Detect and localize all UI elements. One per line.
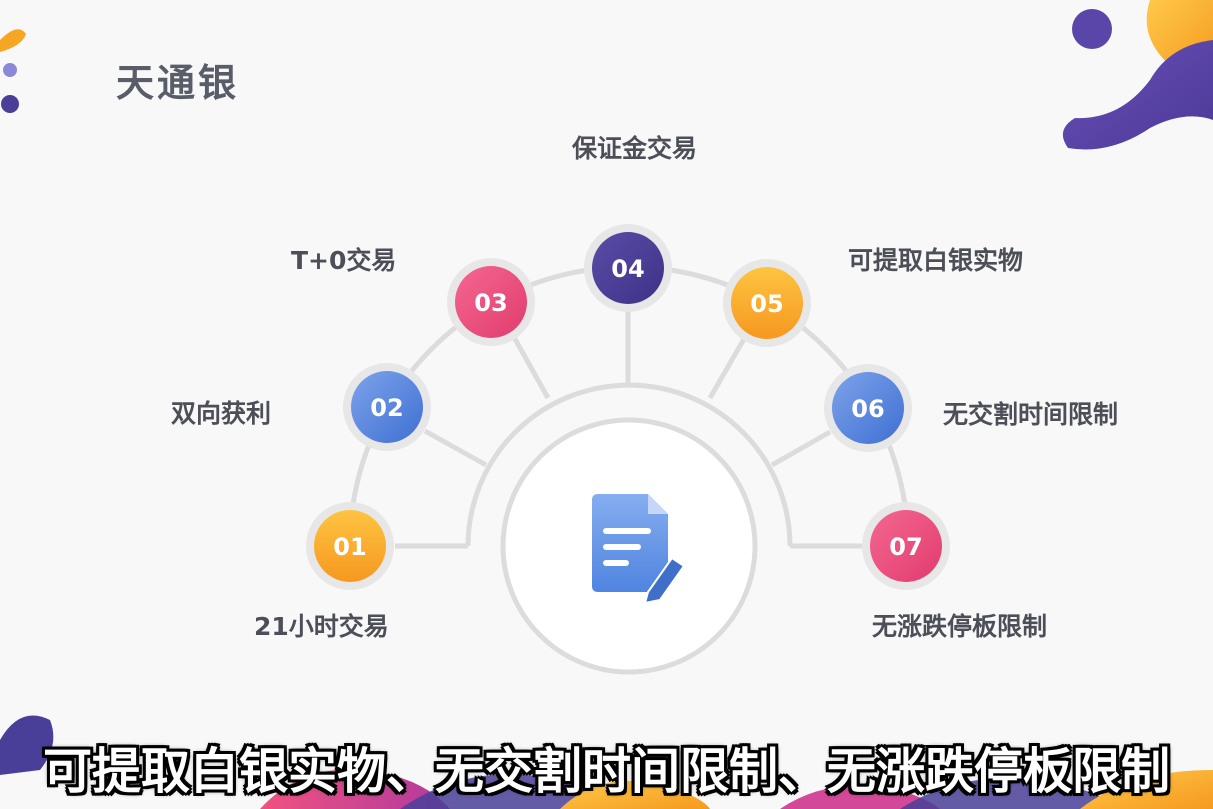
feature-node-02: 02 [343,363,431,451]
feature-node-04: 04 [584,224,672,312]
node-number: 05 [750,290,783,318]
node-number: 07 [889,533,922,561]
node-number: 01 [333,533,366,561]
feature-node-03: 03 [447,258,535,346]
feature-label-05: 可提取白银实物 [848,246,1024,275]
node-number: 06 [851,395,884,423]
feature-label-01: 21小时交易 [254,612,389,641]
document-edit-icon [592,494,686,605]
inner-arc [465,382,793,547]
feature-label-06: 无交割时间限制 [943,400,1119,429]
node-number: 03 [474,289,507,317]
spokes [395,310,862,549]
feature-label-02: 双向获利 [171,399,272,428]
feature-node-01: 01 [306,502,394,590]
feature-label-03: T+0交易 [291,246,397,275]
feature-node-07: 07 [862,502,950,590]
node-number: 04 [611,255,644,283]
video-subtitle: 可提取白银实物、无交割时间限制、无涨跌停板限制 [42,743,1170,800]
feature-label-07: 无涨跌停板限制 [872,612,1048,641]
page-title: 天通银 [116,61,240,105]
feature-label-04: 保证金交易 [572,134,698,163]
feature-node-05: 05 [723,259,811,347]
node-number: 02 [370,394,403,422]
feature-node-06: 06 [824,364,912,452]
